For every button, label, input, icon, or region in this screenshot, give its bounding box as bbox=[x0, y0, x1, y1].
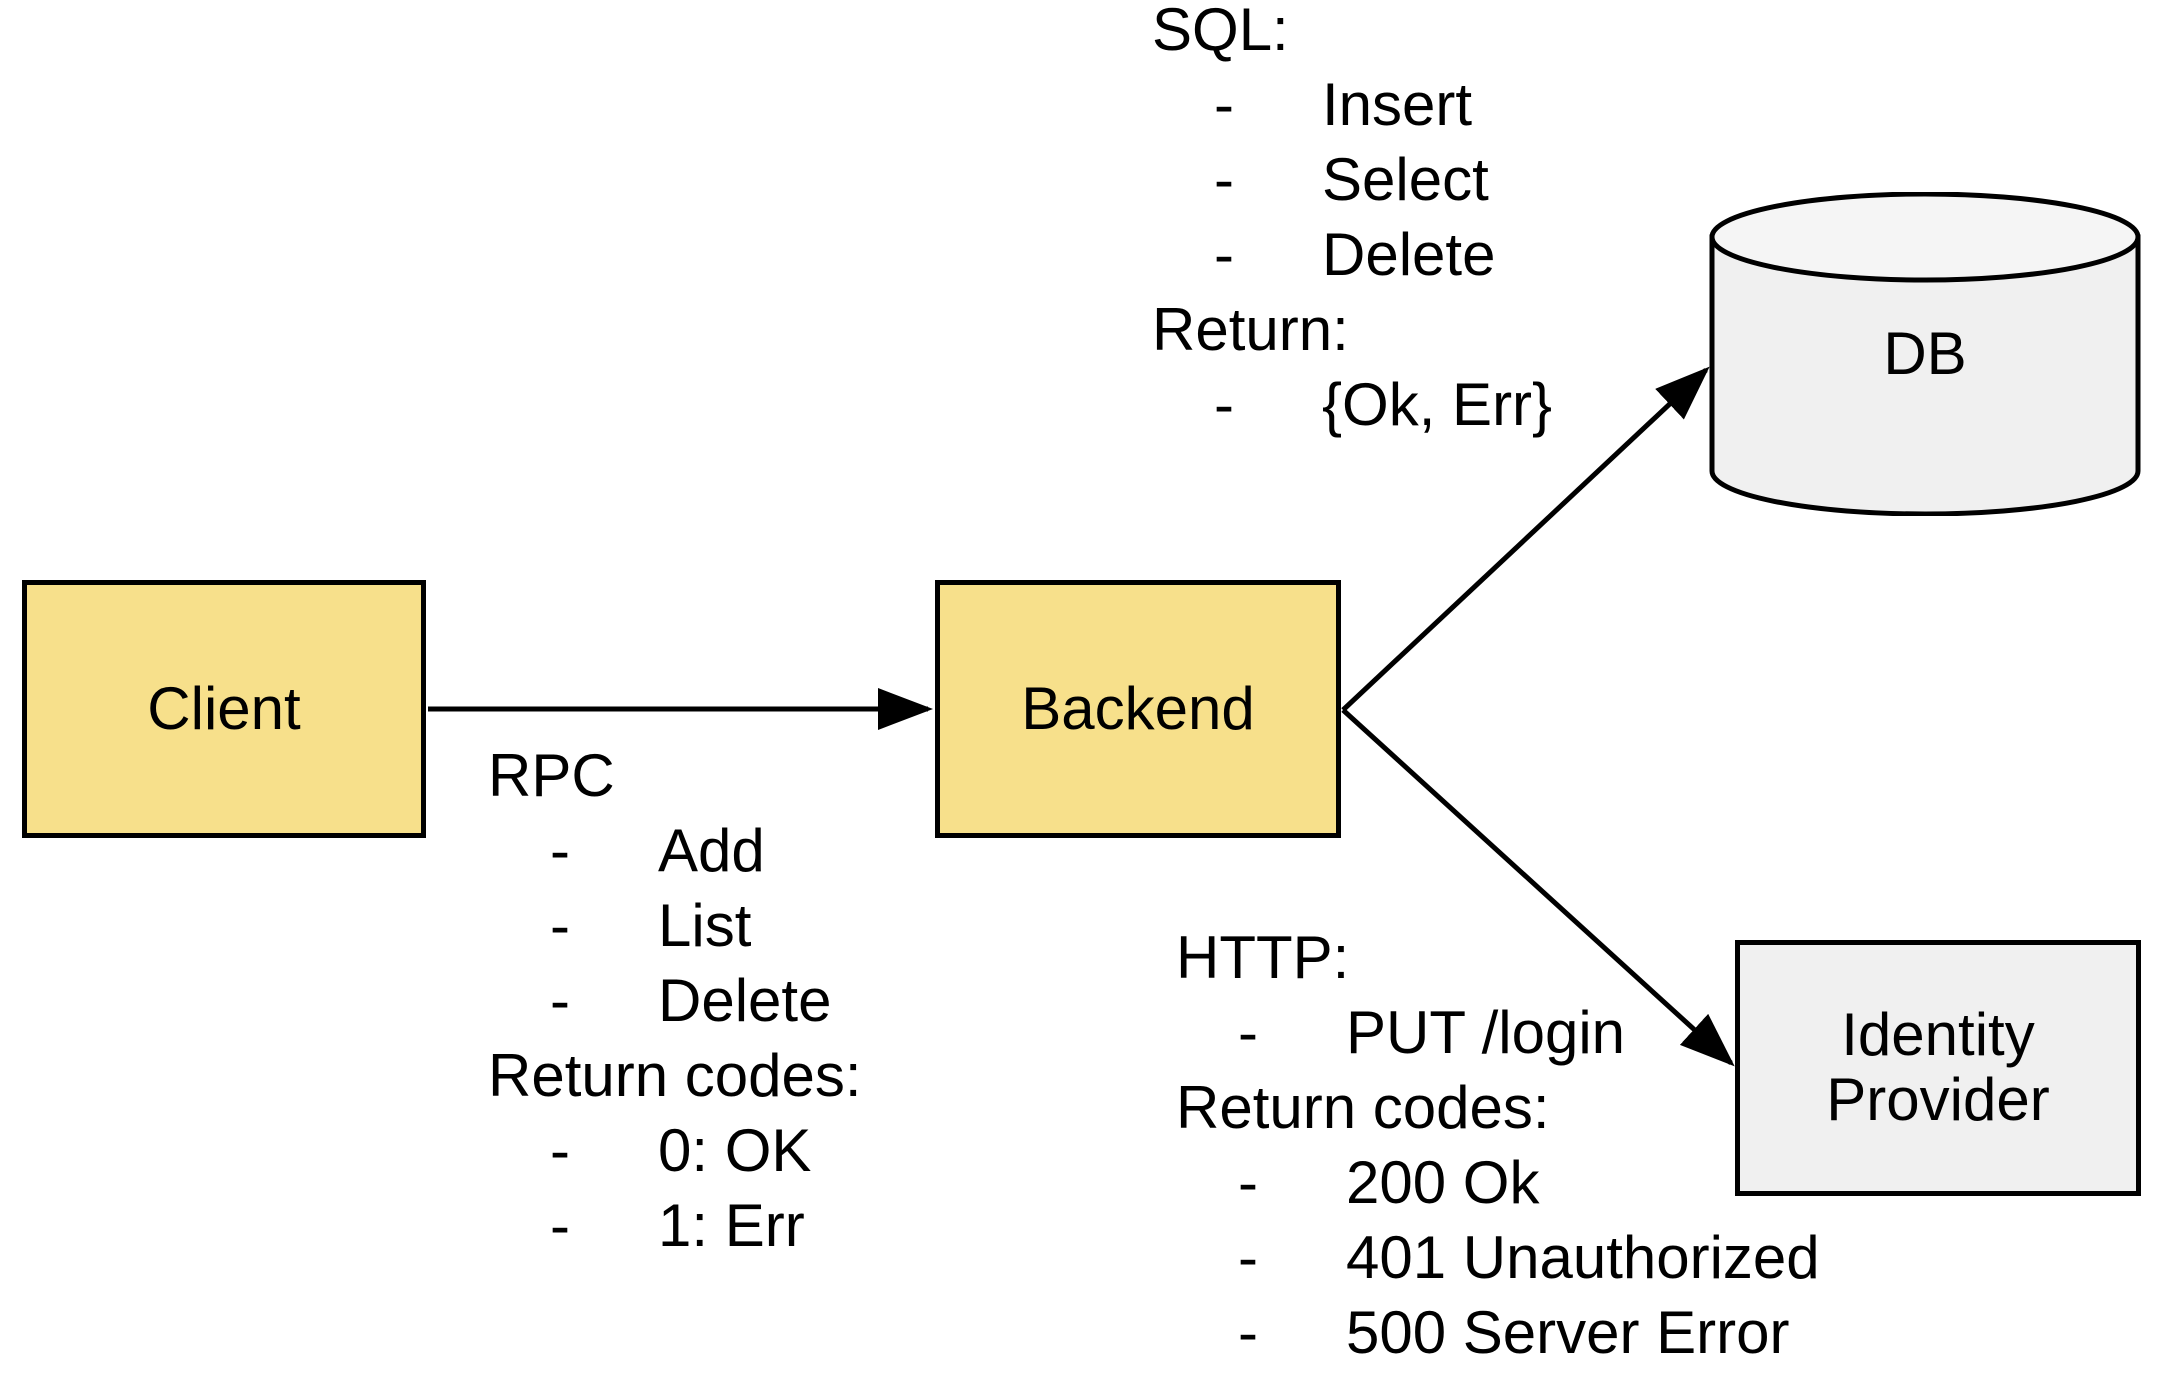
annotation-sql-return-text: {Ok, Err} bbox=[1322, 371, 1553, 438]
annotation-http-return-text: 401 Unauthorized bbox=[1346, 1224, 1820, 1291]
bullet-dash: - bbox=[1214, 146, 1234, 213]
annotation-http-subheading: Return codes: bbox=[1176, 1074, 1550, 1141]
bullet-dash: - bbox=[1238, 1149, 1258, 1216]
annotation-rpc-return-text: 0: OK bbox=[658, 1117, 812, 1184]
annotation-sql-subheading: Return: bbox=[1152, 296, 1349, 363]
node-backend-label: Backend bbox=[1021, 674, 1255, 742]
bullet-dash: - bbox=[550, 1117, 570, 1184]
annotation-sql-item-text: Select bbox=[1322, 146, 1489, 213]
bullet-dash: - bbox=[550, 892, 570, 959]
annotation-rpc-item: - List bbox=[488, 888, 862, 963]
node-client[interactable]: Client bbox=[22, 580, 426, 838]
annotation-http-return: - 401 Unauthorized bbox=[1176, 1220, 1820, 1295]
node-identity-provider-label-line2: Provider bbox=[1826, 1066, 2050, 1133]
annotation-rpc-item-text: Delete bbox=[658, 967, 832, 1034]
annotation-http-heading: HTTP: bbox=[1176, 924, 1350, 991]
node-db-label: DB bbox=[1883, 319, 1967, 387]
node-db-label-wrap: DB bbox=[1708, 192, 2142, 516]
annotation-sql-item: - Select bbox=[1152, 142, 1552, 217]
annotation-rpc-return: - 0: OK bbox=[488, 1113, 862, 1188]
annotation-http-return: - 200 Ok bbox=[1176, 1145, 1820, 1220]
node-identity-provider[interactable]: Identity Provider bbox=[1735, 940, 2141, 1196]
annotation-sql-item: - Insert bbox=[1152, 67, 1552, 142]
node-backend[interactable]: Backend bbox=[935, 580, 1341, 838]
bullet-dash: - bbox=[1214, 71, 1234, 138]
annotation-rpc-item-text: Add bbox=[658, 817, 765, 884]
bullet-dash: - bbox=[550, 1192, 570, 1259]
annotation-http-return-text: 200 Ok bbox=[1346, 1149, 1540, 1216]
bullet-dash: - bbox=[550, 967, 570, 1034]
annotation-http: HTTP: - PUT /login Return codes: - 200 O… bbox=[1176, 920, 1820, 1370]
bullet-dash: - bbox=[1214, 221, 1234, 288]
annotation-rpc-item: - Add bbox=[488, 813, 862, 888]
bullet-dash: - bbox=[550, 817, 570, 884]
annotation-http-item-text: PUT /login bbox=[1346, 999, 1626, 1066]
annotation-sql-item-text: Delete bbox=[1322, 221, 1496, 288]
database-cylinder-icon bbox=[1709, 192, 2141, 516]
annotation-rpc-return: - 1: Err bbox=[488, 1188, 862, 1263]
node-identity-provider-label: Identity Provider bbox=[1826, 1001, 2050, 1133]
annotation-rpc-subheading: Return codes: bbox=[488, 1042, 862, 1109]
annotation-http-item: - PUT /login bbox=[1176, 995, 1820, 1070]
annotation-sql-return: - {Ok, Err} bbox=[1152, 367, 1552, 442]
annotation-sql-heading: SQL: bbox=[1152, 0, 1289, 63]
bullet-dash: - bbox=[1238, 999, 1258, 1066]
annotation-http-return-text: 500 Server Error bbox=[1346, 1299, 1790, 1366]
bullet-dash: - bbox=[1214, 371, 1234, 438]
annotation-rpc-heading: RPC bbox=[488, 742, 615, 809]
annotation-rpc-item-text: List bbox=[658, 892, 752, 959]
annotation-rpc-item: - Delete bbox=[488, 963, 862, 1038]
annotation-rpc-return-text: 1: Err bbox=[658, 1192, 805, 1259]
bullet-dash: - bbox=[1238, 1299, 1258, 1366]
annotation-sql-item: - Delete bbox=[1152, 217, 1552, 292]
annotation-http-return: - 500 Server Error bbox=[1176, 1295, 1820, 1370]
annotation-sql: SQL: - Insert - Select - Delete Return: … bbox=[1152, 0, 1552, 442]
annotation-rpc: RPC - Add - List - Delete Return codes: … bbox=[488, 738, 862, 1263]
node-identity-provider-label-line1: Identity bbox=[1841, 1001, 2035, 1069]
bullet-dash: - bbox=[1238, 1224, 1258, 1291]
node-db[interactable]: DB bbox=[1708, 192, 2142, 516]
annotation-sql-item-text: Insert bbox=[1322, 71, 1473, 138]
node-client-label: Client bbox=[147, 674, 301, 742]
